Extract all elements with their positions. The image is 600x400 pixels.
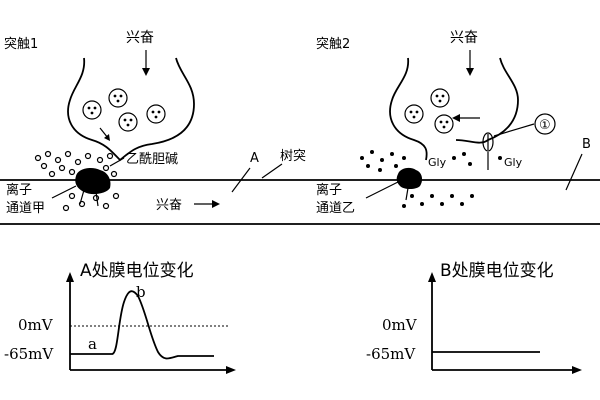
graph-a-point-b: b — [136, 283, 146, 301]
point-b-marker — [565, 153, 583, 191]
gly-label-2: Gly — [504, 156, 523, 169]
synaptic-vesicles-1 — [82, 88, 166, 132]
graph-a-title: A处膜电位变化 — [80, 261, 194, 281]
dendrite-leader — [261, 163, 283, 179]
acetylcholine-label: 乙酰胆碱 — [126, 152, 178, 167]
marker-1-circle — [534, 113, 556, 135]
marker-1-label: ① — [539, 118, 551, 133]
ion-channel-yi — [396, 167, 423, 189]
marker-1-leader — [493, 123, 535, 137]
channel-yi-label-line1: 离子 — [316, 182, 342, 198]
synapse1-excitation-label: 兴奋 — [126, 30, 154, 46]
release-arrow-2 — [452, 114, 480, 122]
graph-b-x-axis — [432, 366, 582, 374]
channel-yi-arrow — [405, 187, 409, 201]
graph-a-x-axis — [70, 366, 236, 374]
synaptic-vesicles-2 — [404, 88, 454, 134]
presynaptic-terminal-1 — [67, 57, 195, 162]
channel-jia-label-line1: 离子 — [6, 182, 32, 198]
gly-label-1: Gly — [428, 156, 447, 169]
graph-b-y-axis — [428, 272, 436, 370]
synapse2-excitation-arrow — [466, 50, 474, 76]
channel-yi-label-line2: 通道乙 — [316, 201, 355, 216]
dendrite-label: 树突 — [280, 148, 306, 164]
acetylcholine-leader — [109, 157, 125, 167]
graph-a-rest-label: -65mV — [4, 345, 54, 363]
channel-jia-label-line2: 通道甲 — [6, 201, 45, 216]
channel-yi-leader — [365, 181, 399, 199]
presynaptic-terminal-2 — [389, 57, 519, 161]
transporter-1 — [482, 132, 494, 152]
synapse2-title: 突触2 — [316, 36, 350, 52]
synapse1-title: 突触1 — [4, 36, 38, 52]
ion-channel-jia — [75, 168, 111, 195]
graph-a-y-axis — [66, 272, 74, 370]
graph-b-title: B处膜电位变化 — [440, 261, 554, 281]
graph-b-zero-label: 0mV — [382, 316, 418, 334]
channel-jia-arrows — [79, 189, 99, 207]
acetylcholine-molecules — [34, 150, 120, 212]
graph-b-rest-label: -65mV — [366, 345, 416, 363]
glycine-molecules — [360, 150, 502, 208]
axon-excitation-label: 兴奋 — [156, 198, 182, 213]
graph-a-zero-label: 0mV — [18, 316, 54, 334]
release-arrow-1 — [99, 127, 110, 141]
synapse1-excitation-arrow — [142, 50, 150, 76]
synapse2-excitation-label: 兴奋 — [450, 30, 478, 46]
axon-excitation-arrow — [194, 200, 220, 208]
graph-a-action-potential-curve — [70, 290, 214, 360]
point-a-label: A — [250, 151, 259, 166]
graph-a-point-a: a — [88, 335, 97, 353]
channel-jia-leader — [51, 185, 77, 199]
point-b-label: B — [582, 137, 591, 152]
